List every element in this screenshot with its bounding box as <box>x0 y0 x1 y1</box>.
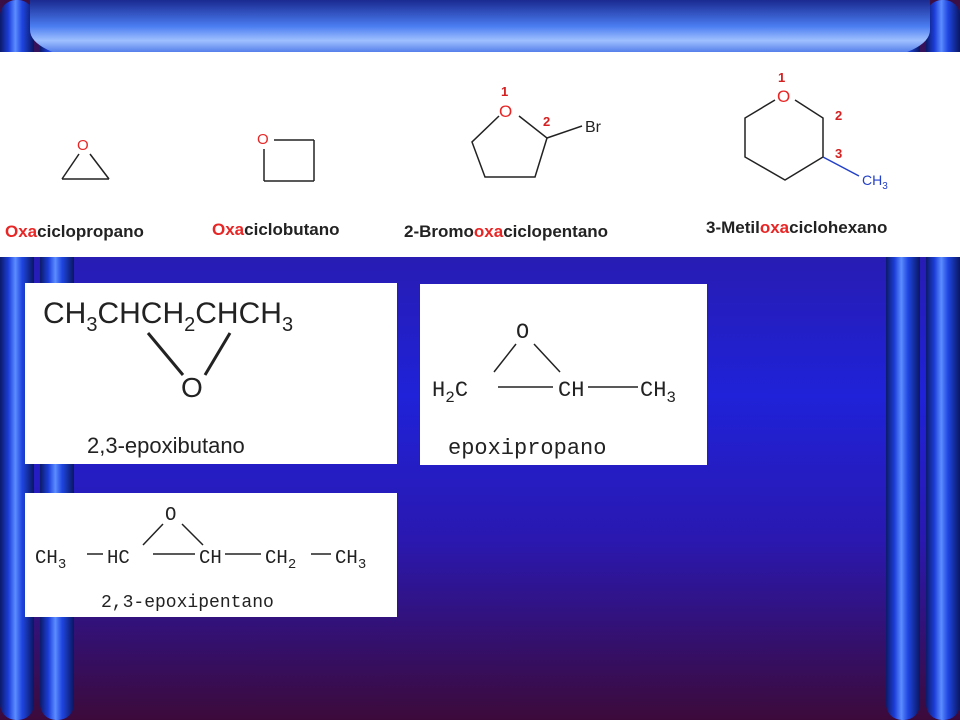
oxygen-atom: O <box>165 504 176 526</box>
name-prefix: 2-Bromo <box>404 222 474 241</box>
name-suffix: ciclohexano <box>789 218 888 237</box>
methyl-group-right: CH3 <box>335 547 366 573</box>
name-suffix: ciclopentano <box>503 222 609 241</box>
locant-2: 2 <box>835 108 842 123</box>
oxygen-atom: O <box>257 131 269 148</box>
methyloxacyclohexane-structure: 1 O 2 3 CH3 <box>744 70 888 192</box>
cyclic-ethers-panel: O O 1 O 2 Br 1 O 2 3 CH3 Oxaciclopropano… <box>0 52 960 257</box>
oxygen-atom: O <box>77 137 89 154</box>
methine-group-left: HC <box>107 547 130 569</box>
methyl-group: CH3 <box>862 172 888 192</box>
name-highlight: Oxa <box>212 220 245 239</box>
epoxipropano-card: O H2C CH CH3 epoxipropano <box>420 284 707 465</box>
oxacyclobutane-structure: O <box>257 131 315 182</box>
curtain-valance <box>30 0 930 58</box>
methylene-group: CH2 <box>265 547 296 573</box>
name-highlight: Oxa <box>5 222 38 241</box>
methine-group-right: CH <box>199 547 222 569</box>
epoxibutano-card: CH3CHCH2CHCH3 O 2,3-epoxibutano <box>25 283 397 464</box>
compound-name: 2,3-epoxipentano <box>101 593 274 613</box>
oxygen-atom: O <box>499 102 512 121</box>
epoxipentano-structure: O CH3 HC CH CH2 CH3 2,3-epoxipentano <box>35 504 366 613</box>
name-highlight: oxa <box>759 218 790 237</box>
oxygen-atom: O <box>516 320 529 345</box>
oxygen-atom: O <box>777 87 790 106</box>
locant-2: 2 <box>543 114 550 129</box>
compound-name: epoxipropano <box>448 436 606 461</box>
bromooxacyclopentane-structure: 1 O 2 Br <box>471 84 602 178</box>
methyl-group-left: CH3 <box>35 547 66 573</box>
name-prefix: 3-Metil <box>706 218 760 237</box>
name-highlight: oxa <box>473 222 504 241</box>
compound-name-bromooxaciclopentano: 2-Bromooxaciclopentano <box>404 222 608 242</box>
compound-name: 2,3-epoxibutano <box>87 433 245 458</box>
compound-name-metiloxaciclohexano: 3-Metiloxaciclohexano <box>706 218 887 238</box>
locant-3: 3 <box>835 146 842 161</box>
epoxipropano-structure: O H2C CH CH3 epoxipropano <box>432 320 676 461</box>
oxygen-atom: O <box>181 372 203 403</box>
name-suffix: ciclopropano <box>37 222 144 241</box>
epoxibutano-structure: CH3CHCH2CHCH3 O 2,3-epoxibutano <box>43 297 293 458</box>
locant-1: 1 <box>501 84 508 99</box>
condensed-formula: CH3CHCH2CHCH3 <box>43 297 293 336</box>
bromine-atom: Br <box>585 119 602 136</box>
compound-name-oxaciclopropano: Oxaciclopropano <box>5 222 144 242</box>
methylene-group: H2C <box>432 378 468 407</box>
epoxipentano-card: O CH3 HC CH CH2 CH3 2,3-epoxipentano <box>25 493 397 617</box>
methine-group: CH <box>558 378 584 403</box>
locant-1: 1 <box>778 70 785 85</box>
name-suffix: ciclobutano <box>244 220 340 239</box>
oxacyclopropane-structure: O <box>61 137 110 180</box>
compound-name-oxaciclobutano: Oxaciclobutano <box>212 220 340 240</box>
methyl-group: CH3 <box>640 378 676 407</box>
